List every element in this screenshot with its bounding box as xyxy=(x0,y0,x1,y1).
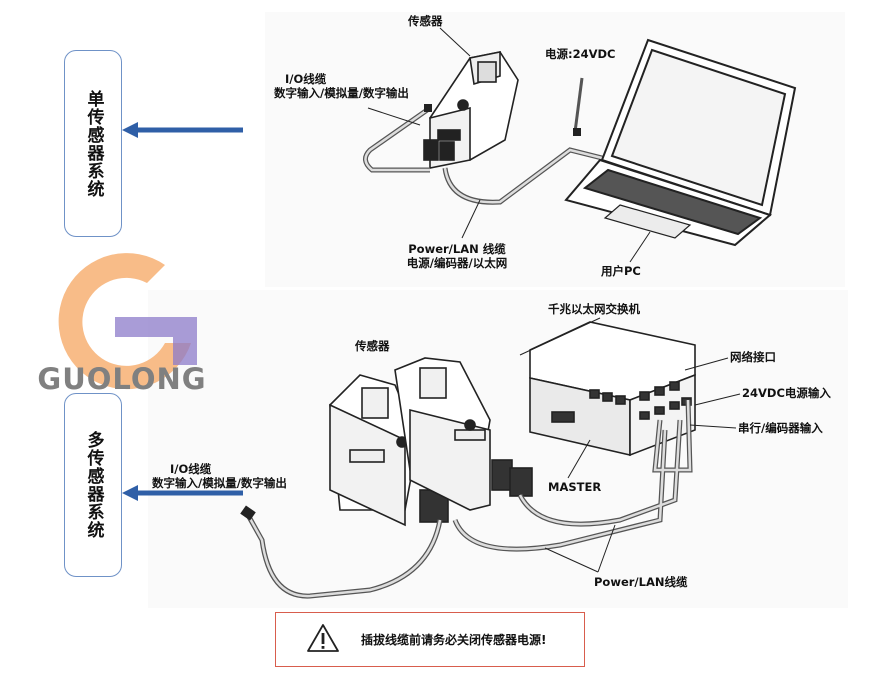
single-power-lan-title: Power/LAN 线缆 xyxy=(408,242,506,256)
user-pc-icon xyxy=(564,38,797,247)
warning-box: 插拔线缆前请务必关闭传感器电源! xyxy=(275,612,585,667)
serial-encoder-label: 串行/编码器输入 xyxy=(738,421,823,435)
arrow-single xyxy=(122,122,243,138)
arrow-multi xyxy=(122,485,243,501)
multi-sensor-1-icon xyxy=(329,374,449,527)
guolong-logo-icon xyxy=(58,253,197,390)
multi-power-lan-label: Power/LAN线缆 xyxy=(594,575,688,589)
multi-system-title: 多传感器系统 xyxy=(83,431,104,539)
network-port-label: 网络接口 xyxy=(730,350,776,364)
single-sensor-label: 传感器 xyxy=(408,14,443,28)
single-system-box: 单传感器系统 xyxy=(64,50,122,237)
master-label: MASTER xyxy=(548,480,602,494)
single-system-title: 单传感器系统 xyxy=(83,89,104,198)
single-power-lan-desc: 电源/编码器/以太网 xyxy=(406,256,508,270)
multi-system-box: 多传感器系统 xyxy=(64,393,122,577)
gigabit-switch-label: 千兆以太网交换机 xyxy=(548,302,640,316)
power-input-label: 24VDC电源输入 xyxy=(742,386,831,400)
single-io-cable-desc: 数字输入/模拟量/数字输出 xyxy=(274,86,409,100)
multi-io-cable-desc: 数字输入/模拟量/数字输出 xyxy=(152,476,287,490)
multi-sensor-2-icon xyxy=(394,357,533,511)
multi-sensor-label: 传感器 xyxy=(355,339,390,353)
master-switch-icon xyxy=(529,321,696,457)
single-io-cable-title: I/O线缆 xyxy=(285,72,327,86)
io-cable-multi xyxy=(245,513,443,599)
single-sensor-icon xyxy=(423,51,519,169)
user-pc-label: 用户PC xyxy=(601,264,641,278)
multi-io-cable-title: I/O线缆 xyxy=(170,462,212,476)
power-24vdc-label: 电源:24VDC xyxy=(545,47,616,61)
logo-text: GUOLONG xyxy=(37,362,207,396)
warning-text: 插拔线缆前请务必关闭传感器电源! xyxy=(361,633,547,647)
warning-triangle-icon xyxy=(307,624,339,652)
